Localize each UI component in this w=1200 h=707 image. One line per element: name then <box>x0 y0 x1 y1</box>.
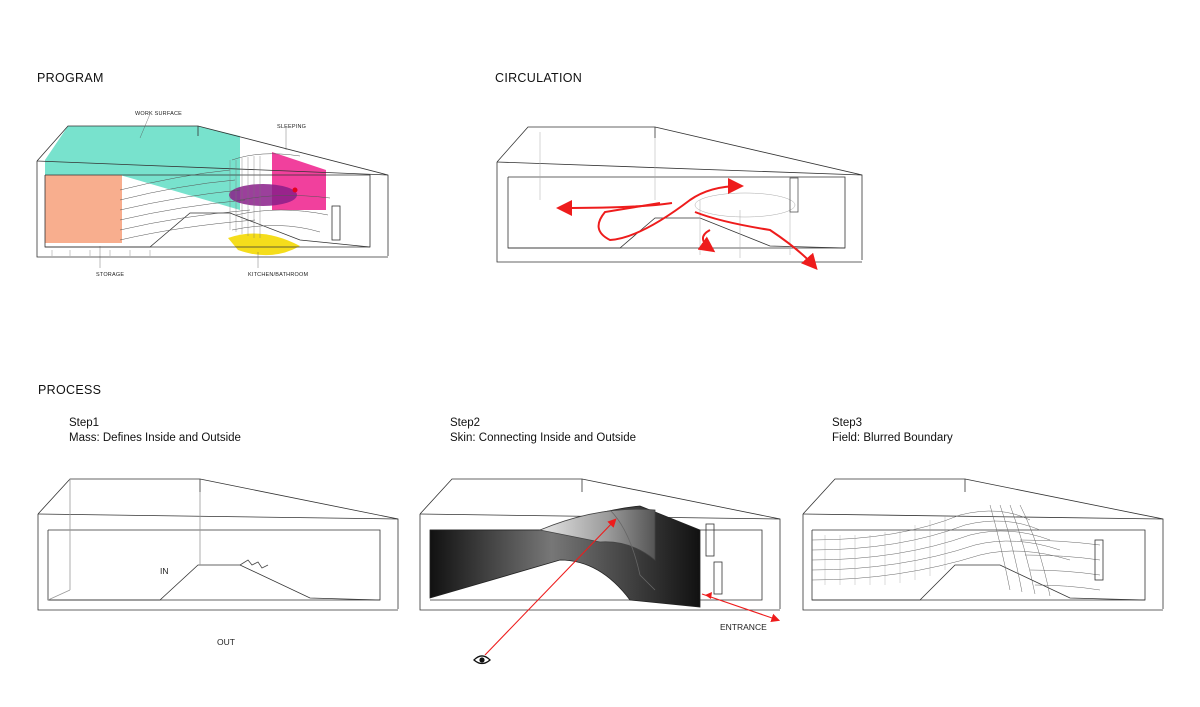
label-entrance: ENTRANCE <box>720 622 767 632</box>
step1-mass-diagram <box>37 478 399 611</box>
label-out: OUT <box>217 637 235 647</box>
work-surface-zone <box>45 126 240 210</box>
step1-block: Step1 Mass: Defines Inside and Outside <box>69 416 241 446</box>
step3-title: Step3 <box>832 417 863 429</box>
step1-subtitle: Mass: Defines Inside and Outside <box>69 432 241 444</box>
entrance-arrow <box>701 593 781 623</box>
step3-field-diagram <box>802 478 1164 611</box>
step1-title: Step1 <box>69 417 100 429</box>
step2-block: Step2 Skin: Connecting Inside and Outsid… <box>450 416 636 446</box>
step2-skin-diagram <box>419 478 781 656</box>
label-in: IN <box>160 566 169 576</box>
program-diagram <box>36 113 389 268</box>
label-storage: STORAGE <box>96 272 125 278</box>
eye-icon <box>473 655 491 665</box>
circulation-path <box>597 178 744 242</box>
circulation-heading: CIRCULATION <box>495 71 583 85</box>
step3-block: Step3 Field: Blurred Boundary <box>832 416 953 446</box>
label-work-surface: WORK SURFACE <box>135 111 183 117</box>
program-red-dot <box>292 187 298 193</box>
label-kitchen-bathroom: KITCHEN/BATHROOM <box>248 272 309 278</box>
storage-zone <box>45 175 122 243</box>
kitchen-bathroom-zone <box>228 233 300 256</box>
step3-subtitle: Field: Blurred Boundary <box>832 432 953 444</box>
label-sleeping: SLEEPING <box>277 124 307 130</box>
viewer-sightline <box>484 518 617 656</box>
sleeping-purple-overlap <box>229 184 297 206</box>
step2-subtitle: Skin: Connecting Inside and Outside <box>450 432 637 444</box>
circulation-diagram <box>496 126 863 270</box>
process-heading: PROCESS <box>38 383 102 397</box>
program-heading: PROGRAM <box>37 71 104 85</box>
step2-title: Step2 <box>450 417 481 429</box>
